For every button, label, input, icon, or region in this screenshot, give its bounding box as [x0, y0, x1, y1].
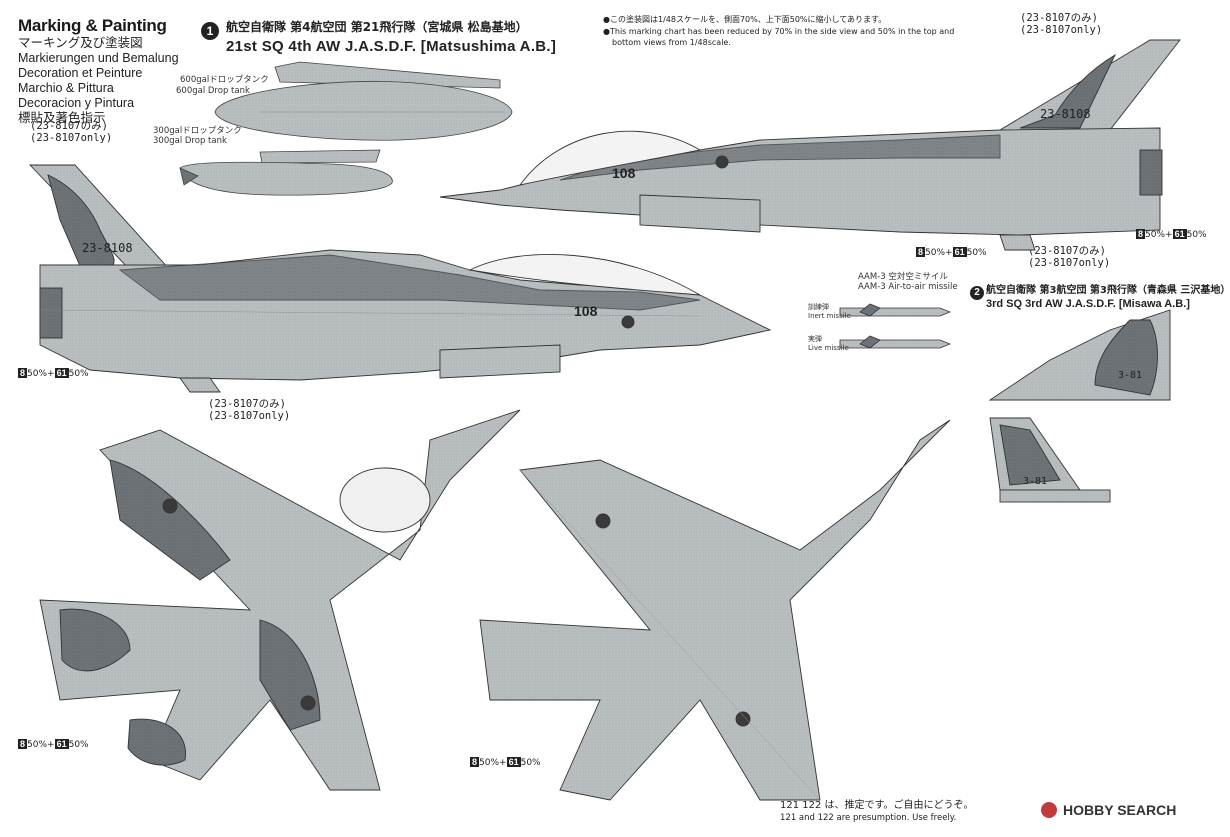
missile-inert-en: Inert missile: [808, 312, 851, 320]
serial-note-right-en: (23-8107only): [1028, 257, 1111, 269]
language-item-jp: マーキング及び塗装図: [18, 36, 143, 50]
scale-note-en-1: ●This marking chart has been reduced by …: [603, 27, 955, 36]
serial-note-tr-en: (23-8107only): [1020, 24, 1103, 36]
scheme-2-title-en: 3rd SQ 3rd AW J.A.S.D.F. [Misawa A.B.]: [986, 298, 1190, 310]
bottom-view: [479, 419, 951, 801]
tank-300-label-jp: 300galドロップタンク: [153, 126, 242, 136]
decal-box-8: 8: [18, 739, 28, 749]
decal-box-61: 61: [1172, 229, 1187, 239]
missile-title-en: AAM-3 Air-to-air missile: [858, 282, 958, 292]
decal-mix-pct-b: 50%: [68, 369, 89, 379]
marking-drawing: 23-8108 108 23-8108 108: [28, 39, 1181, 801]
decal-mix-plus: +: [945, 248, 953, 258]
missile-live-en: Live missile: [808, 344, 849, 352]
decal-mix-pct-b: 50%: [966, 248, 987, 258]
tank-600-label-jp: 600galドロップタンク: [180, 75, 269, 85]
language-item-fr: Decoration et Peinture: [18, 66, 143, 80]
misawa-tail-views: [988, 309, 1171, 503]
decal-box-8: 8: [470, 757, 480, 767]
scheme-1-title-jp: 航空自衛隊 第4航空団 第21飛行隊（宮城県 松島基地）: [226, 20, 528, 34]
side-view-left: [28, 164, 772, 393]
decal-mix-plus: +: [47, 740, 55, 750]
tail-serial-left: 23-8108: [82, 241, 133, 255]
decal-box-8: 8: [916, 247, 926, 257]
decal-box-8: 8: [1136, 229, 1146, 239]
decal-mix-plus: +: [499, 758, 507, 768]
scheme-1-badge: 1: [201, 22, 219, 40]
scheme-2-badge: 2: [970, 286, 984, 300]
watermark-text: HOBBY SEARCH: [1063, 802, 1177, 818]
decal-mix-pct-b: 50%: [520, 758, 541, 768]
decal-mix-pct-a: 50%: [925, 248, 946, 258]
missiles: [839, 303, 952, 349]
decal-mix-pct-a: 50%: [27, 369, 48, 379]
decal-box-61: 61: [506, 757, 521, 767]
tank-600-label-en: 600gal Drop tank: [176, 86, 250, 96]
language-item-de: Markierungen und Bemalung: [18, 51, 179, 65]
drop-tank-600: [214, 61, 513, 141]
decal-box-61: 61: [54, 368, 69, 378]
serial-note-left-jp: (23-8107のみ): [30, 120, 108, 132]
drop-tank-300: [179, 149, 393, 196]
scheme-2-title-jp: 航空自衛隊 第3航空団 第3飛行隊（青森県 三沢基地）: [986, 285, 1230, 296]
decal-mix-pct-b: 50%: [68, 740, 89, 750]
decal-mix-plus: +: [1165, 230, 1173, 240]
decal-box-8: 8: [18, 368, 28, 378]
language-item-es: Decoracion y Pintura: [18, 96, 135, 110]
serial-note-right-jp: (23-8107のみ): [1028, 245, 1106, 257]
side-view-right: [439, 39, 1181, 251]
nose-number-right: 108: [612, 165, 636, 181]
missile-title-jp: AAM-3 空対空ミサイル: [858, 272, 948, 282]
decal-box-61: 61: [54, 739, 69, 749]
scale-note-jp: ●この塗装図は1/48スケールを、側面70%、上下面50%に縮小してあります。: [603, 15, 887, 24]
serial-note-bottom-en: (23-8107only): [208, 410, 291, 422]
tail-serial-right: 23-8108: [1040, 107, 1091, 121]
decal-mix-pct-b: 50%: [1186, 230, 1207, 240]
serial-note-left-en: (23-8107only): [30, 132, 113, 144]
language-item-it: Marchio & Pittura: [18, 81, 114, 95]
misawa-serial-upper: 3-81: [1118, 370, 1142, 381]
presumption-note-en: 121 and 122 are presumption. Use freely.: [780, 813, 957, 823]
decal-mix-pct-a: 50%: [1145, 230, 1166, 240]
hobby-search-logo-icon: [1041, 802, 1057, 818]
language-item-zh: 標貼及著色指示: [18, 111, 106, 125]
decal-box-61: 61: [952, 247, 967, 257]
serial-note-tr-jp: (23-8107のみ): [1020, 12, 1098, 24]
page-title: Marking & Painting: [18, 16, 167, 35]
serial-note-bottom-jp: (23-8107のみ): [208, 398, 286, 410]
missile-live-jp: 実弾: [808, 335, 822, 343]
tank-300-label-en: 300gal Drop tank: [153, 136, 227, 146]
presumption-note-jp: 121 122 は、推定です。ご自由にどうぞ。: [780, 800, 974, 811]
decal-mix-plus: +: [47, 369, 55, 379]
missile-inert-jp: 訓練弾: [808, 303, 829, 311]
scale-note-en-2: bottom views from 1/48scale.: [612, 38, 731, 47]
language-list: マーキング及び塗装図 Markierungen und Bemalung Dec…: [18, 36, 179, 126]
top-view: [39, 409, 521, 791]
decal-mix-pct-a: 50%: [479, 758, 500, 768]
nose-number-left: 108: [574, 303, 598, 319]
misawa-serial-lower: 3-81: [1023, 476, 1047, 487]
decal-mix-pct-a: 50%: [27, 740, 48, 750]
scheme-1-title-en: 21st SQ 4th AW J.A.S.D.F. [Matsushima A.…: [226, 38, 557, 55]
watermark: HOBBY SEARCH: [1041, 802, 1176, 818]
